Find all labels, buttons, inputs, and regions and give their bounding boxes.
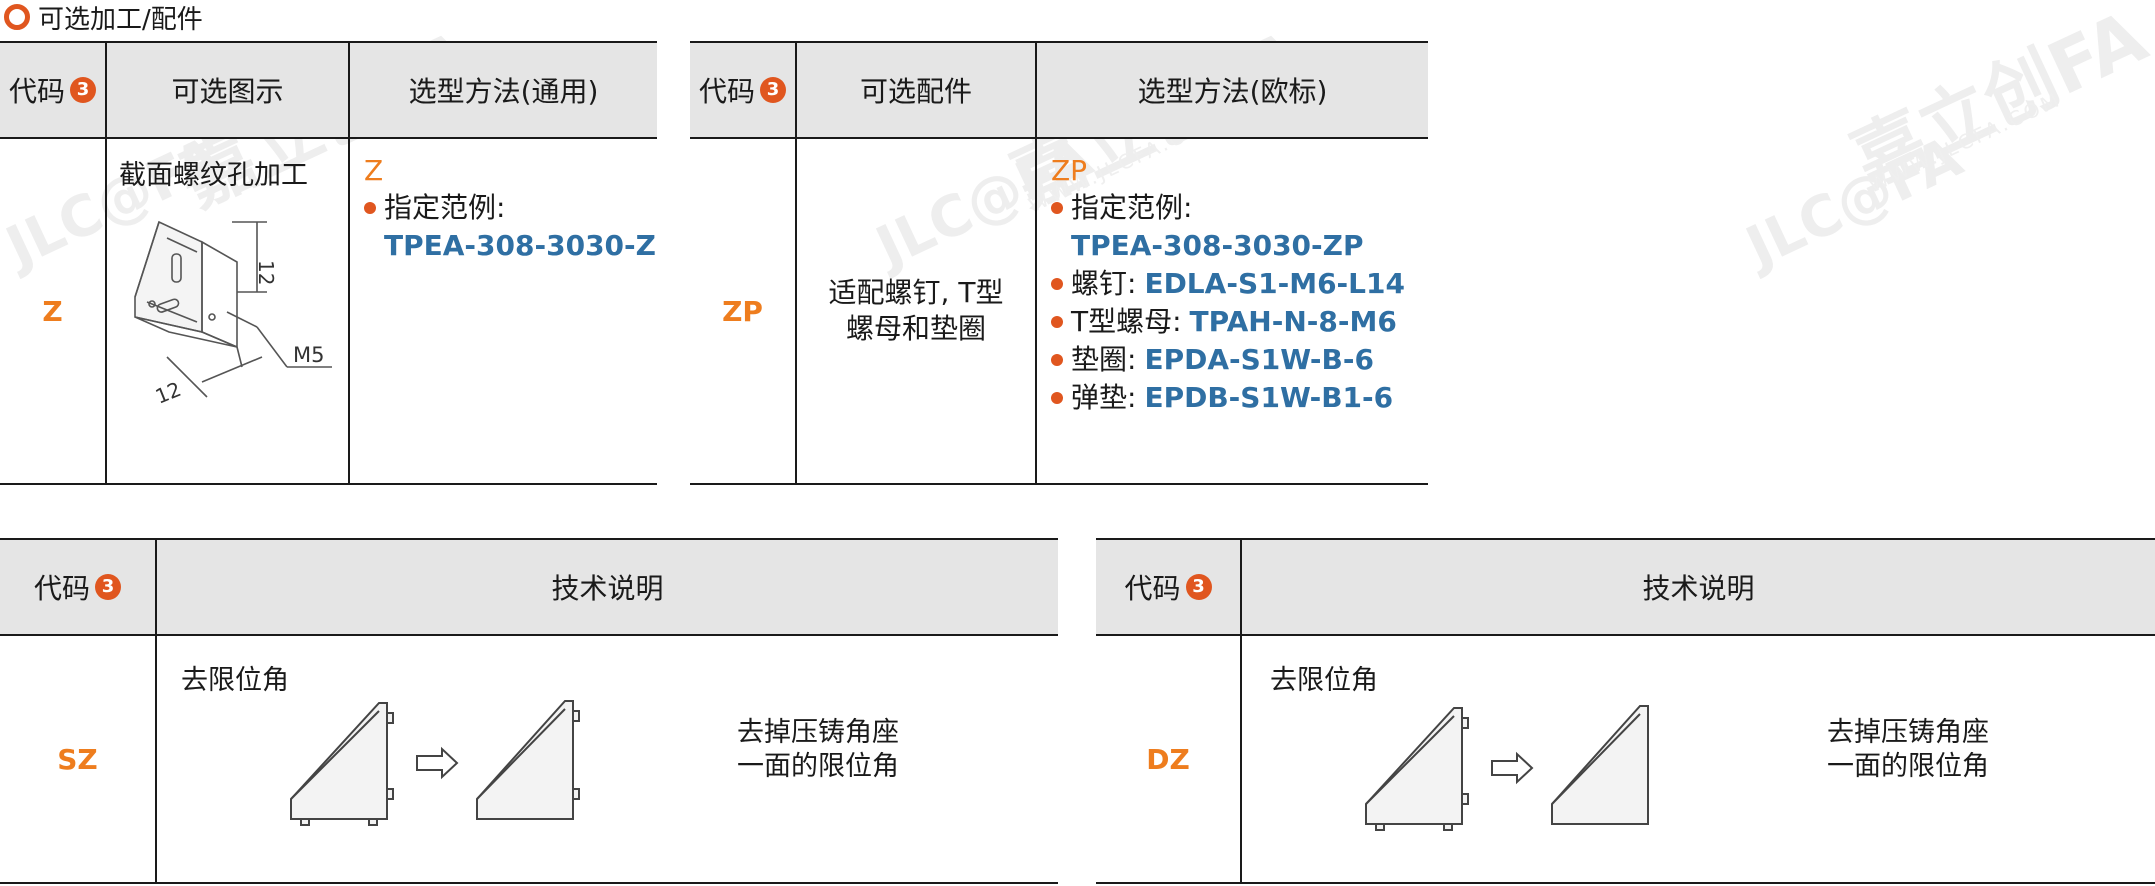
circle-icon (4, 4, 30, 30)
header-tech: 技术说明 (156, 538, 1058, 636)
accessory-item: T型螺母:TPAH-N-8-M6 (1051, 303, 1428, 341)
header-accessory: 可选配件 (796, 41, 1037, 139)
accessory-item: 弹垫:EPDB-S1W-B1-6 (1051, 379, 1428, 417)
code-dz: DZ (1096, 635, 1242, 884)
limit-corner-illustration (290, 700, 580, 826)
code-z: Z (0, 138, 107, 485)
bullet-dot (1051, 354, 1063, 366)
badge-3: 3 (95, 574, 121, 600)
watermark-brand: 嘉立创FA (1839, 0, 2155, 203)
example-label: 指定范例: (384, 191, 506, 224)
tech-cell: 去限位角 去掉压铸角座 一面的限 (1241, 635, 2155, 884)
dim-thread: M5 (293, 343, 324, 367)
example-value: TPEA-308-3030-Z (384, 229, 656, 262)
header-illustration: 可选图示 (106, 41, 350, 139)
tech-title: 去限位角 (1270, 665, 1378, 696)
method-code: Z (364, 154, 384, 187)
limit-corner-illustration (1365, 705, 1649, 831)
watermark-logo: JLC@FA (1736, 124, 1972, 281)
tech-desc: 去掉压铸角座 一面的限位角 (1827, 717, 1989, 782)
code-sz: SZ (0, 635, 157, 884)
tech-cell: 去限位角 (156, 635, 1058, 884)
bullet-dot (1051, 278, 1063, 290)
method-cell: ZP 指定范例: TPEA-308-3030-ZP 螺钉:EDLA-S1-M6-… (1036, 138, 1428, 485)
example-item: 指定范例: (364, 189, 657, 227)
section-title-text: 可选加工/配件 (38, 4, 203, 35)
badge-3: 3 (760, 77, 786, 103)
example-value: TPEA-308-3030-ZP (1071, 229, 1364, 262)
badge-3: 3 (1185, 574, 1212, 600)
bullet-dot (364, 202, 376, 214)
header-method: 选型方法(通用) (349, 41, 657, 139)
example-item: 指定范例: (1051, 189, 1428, 227)
tech-desc: 去掉压铸角座 一面的限位角 (737, 717, 899, 782)
accessory-item: 垫圈:EPDA-S1W-B-6 (1051, 341, 1428, 379)
method-code: ZP (1051, 154, 1088, 187)
illustration-caption: 截面螺纹孔加工 (119, 160, 308, 191)
bullet-dot (1051, 202, 1063, 214)
watermark-url: WWW.JLCFA.COM (1864, 86, 2065, 198)
code-zp: ZP (690, 138, 797, 485)
header-method: 选型方法(欧标) (1036, 41, 1428, 139)
dim-height: 12 (254, 260, 278, 285)
section-title: 可选加工/配件 (0, 0, 203, 35)
tech-title: 去限位角 (181, 665, 289, 696)
example-label: 指定范例: (1071, 191, 1193, 224)
method-cell: Z 指定范例: TPEA-308-3030-Z (349, 138, 657, 485)
bullet-dot (1051, 392, 1063, 404)
header-tech: 技术说明 (1241, 538, 2155, 636)
dim-width: 12 (152, 377, 185, 409)
bracket-thread-illustration: 12 12 M5 (134, 220, 332, 409)
bullet-dot (1051, 316, 1063, 328)
badge-3: 3 (70, 77, 96, 103)
accessory-item: 螺钉:EDLA-S1-M6-L14 (1051, 265, 1428, 303)
illustration-cell: 截面螺纹孔加工 (106, 138, 350, 485)
accessory-text: 适配螺钉, T型螺母和垫圈 (796, 138, 1037, 485)
